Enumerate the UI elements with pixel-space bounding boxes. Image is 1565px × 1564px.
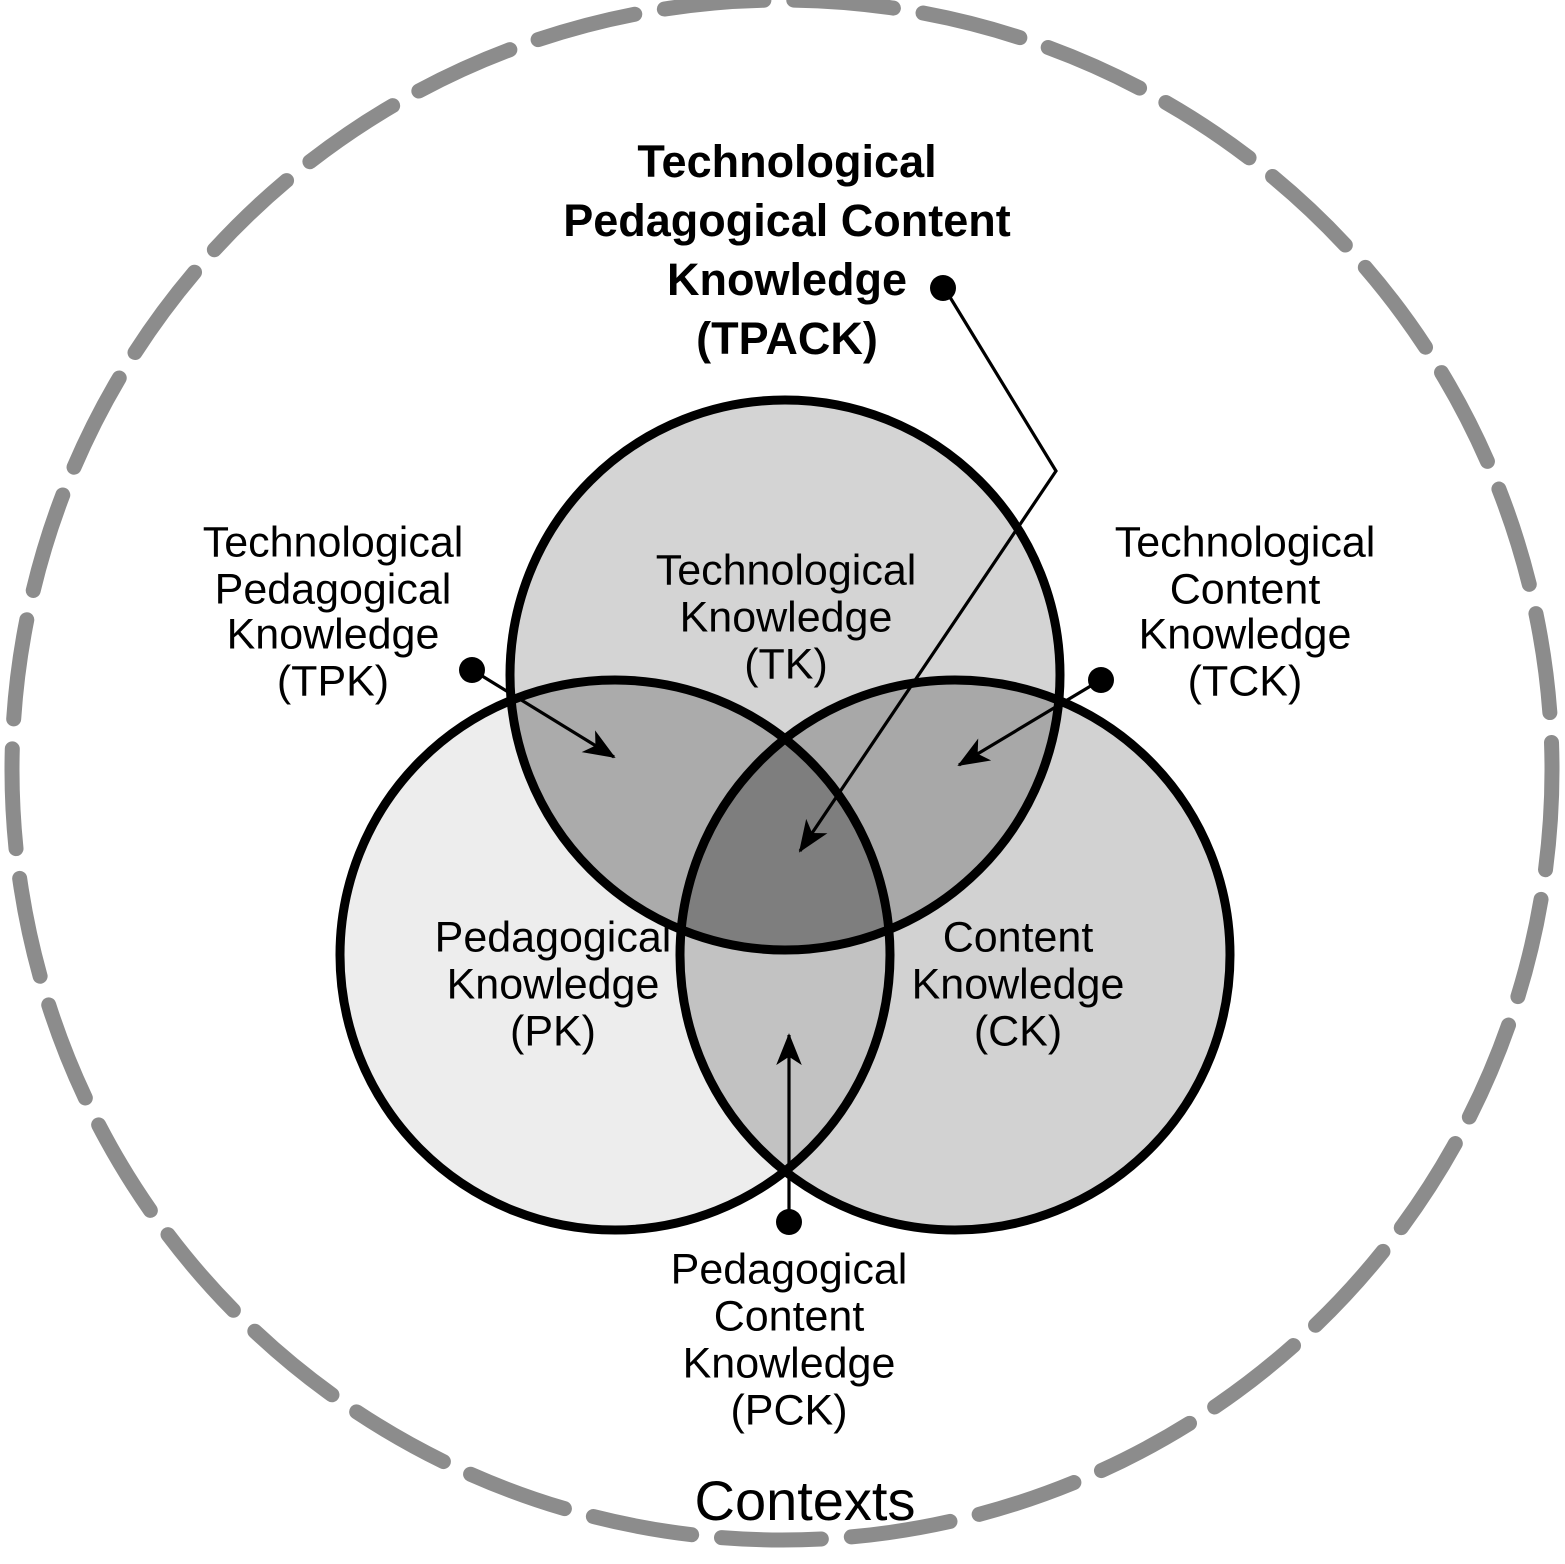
tk-label-line2: Knowledge: [680, 593, 893, 641]
label-ck: Content Knowledge (CK): [912, 913, 1125, 1055]
pk-label-line2: Knowledge: [447, 960, 660, 1008]
label-tpk: Technological Pedagogical Knowledge (TPK…: [203, 518, 464, 705]
tpk-label-line2: Pedagogical: [215, 565, 452, 613]
tk-label-line3: (TK): [744, 640, 828, 688]
tck-label-line2: Content: [1170, 565, 1321, 613]
tpack-leader-line: [798, 288, 1058, 853]
contexts-dashed-circle: [4, 0, 1560, 1548]
pck-label-line1: Pedagogical: [671, 1245, 908, 1293]
pck-label-line2: Content: [714, 1292, 865, 1340]
tk-label-line1: Technological: [656, 546, 917, 594]
ck-label-line1: Content: [943, 913, 1094, 961]
tck-leader-line: [957, 679, 1100, 767]
pck-leader-dot: [776, 1209, 802, 1235]
tpack-headline-line4: (TPACK): [696, 313, 878, 364]
ck-label-line3: (CK): [974, 1007, 1062, 1055]
pck-label-line3: Knowledge: [683, 1339, 896, 1387]
tpk-label-line3: Knowledge: [227, 610, 440, 658]
overlap-tpack-fill: [680, 680, 890, 950]
tpack-leader-dot: [930, 275, 956, 301]
leader-lines-group: [459, 275, 1114, 1235]
venn-circle-outlines: [335, 395, 1235, 1235]
circle-pk-outline: [335, 675, 895, 1235]
tpk-leader-dot: [459, 657, 485, 683]
pk-label-line1: Pedagogical: [435, 913, 672, 961]
pk-label-line3: (PK): [510, 1007, 596, 1055]
ck-label-line2: Knowledge: [912, 960, 1125, 1008]
circle-tk-outline: [505, 395, 1065, 955]
venn-overlap-fills: [510, 680, 1060, 1230]
pck-label-line4: (PCK): [730, 1386, 847, 1434]
tpk-label-line1: Technological: [203, 518, 464, 566]
tpack-headline-line1: Technological: [637, 136, 936, 187]
label-tk: Technological Knowledge (TK): [656, 546, 917, 688]
label-pck: Pedagogical Content Knowledge (PCK): [671, 1245, 908, 1434]
contexts-label: Contexts: [695, 1469, 916, 1532]
tpack-headline-line3: Knowledge: [667, 254, 907, 305]
circle-ck-outline: [675, 675, 1235, 1235]
tck-label-line1: Technological: [1115, 518, 1376, 566]
tpk-leader-line: [473, 669, 616, 759]
tpk-label-line4: (TPK): [277, 657, 389, 705]
label-pk: Pedagogical Knowledge (PK): [435, 913, 672, 1055]
tck-leader-dot: [1088, 667, 1114, 693]
label-tck: Technological Content Knowledge (TCK): [1115, 518, 1376, 705]
tpack-headline: Technological Pedagogical Content Knowle…: [563, 136, 1011, 364]
tck-label-line3: Knowledge: [1139, 610, 1352, 658]
tck-label-line4: (TCK): [1188, 657, 1303, 705]
tpack-headline-line2: Pedagogical Content: [563, 195, 1011, 246]
